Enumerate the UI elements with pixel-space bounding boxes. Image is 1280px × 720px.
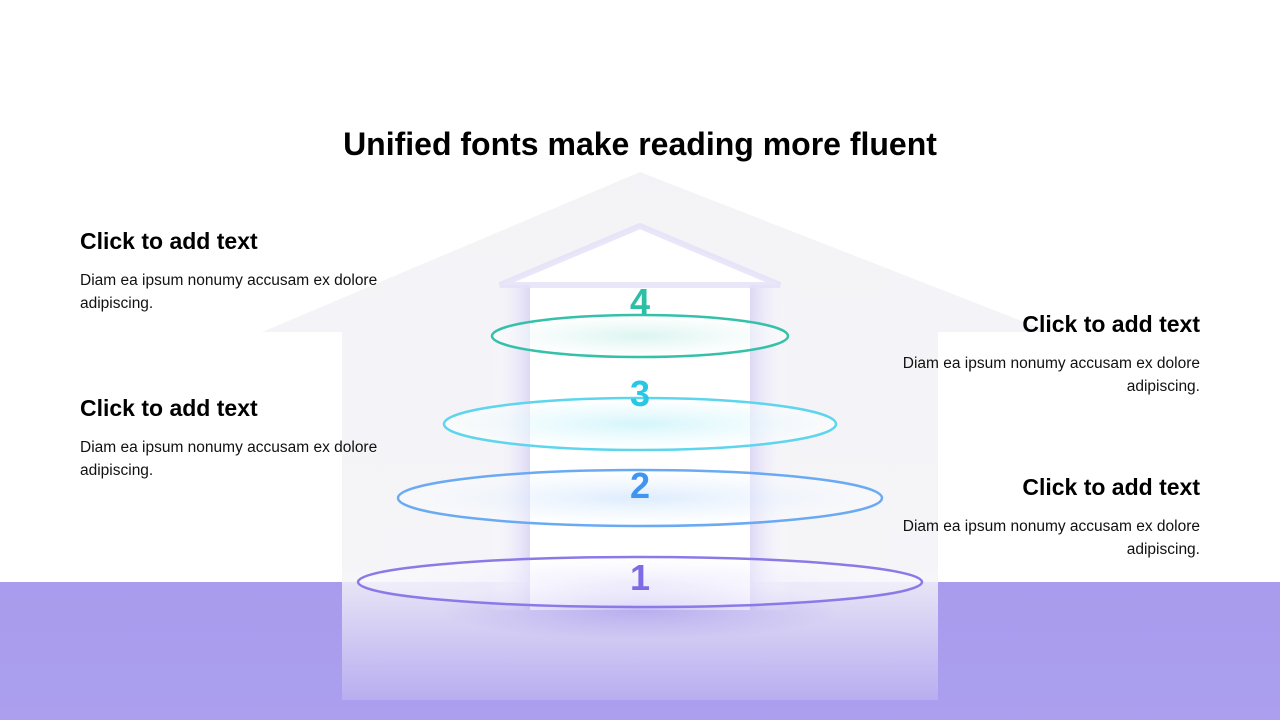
level-1-label: 1 [630,557,650,598]
block-heading[interactable]: Click to add text [80,228,258,254]
ring-3 [442,396,838,452]
page-title: Unified fonts make reading more fluent [343,126,937,162]
level-2-label: 2 [630,465,650,506]
text-block-left-mid[interactable]: Click to add text Diam ea ipsum nonumy a… [80,395,410,482]
roof-glow [498,222,782,288]
ring-4 [490,313,790,359]
block-body[interactable]: Diam ea ipsum nonumy accusam ex dolore a… [902,355,1200,395]
text-block-right-top[interactable]: Click to add text Diam ea ipsum nonumy a… [870,311,1200,398]
block-body[interactable]: Diam ea ipsum nonumy accusam ex dolore a… [80,272,378,312]
level-4-label: 4 [630,281,650,322]
level-3-label: 3 [630,373,650,414]
text-block-left-top[interactable]: Click to add text Diam ea ipsum nonumy a… [80,228,410,315]
block-heading[interactable]: Click to add text [1022,311,1200,337]
block-heading[interactable]: Click to add text [1022,474,1200,500]
ring-1 [356,555,924,609]
block-body[interactable]: Diam ea ipsum nonumy accusam ex dolore a… [902,518,1200,558]
text-block-right-bottom[interactable]: Click to add text Diam ea ipsum nonumy a… [870,474,1200,561]
block-body[interactable]: Diam ea ipsum nonumy accusam ex dolore a… [80,439,378,479]
block-heading[interactable]: Click to add text [80,395,258,421]
ring-2 [396,468,884,528]
